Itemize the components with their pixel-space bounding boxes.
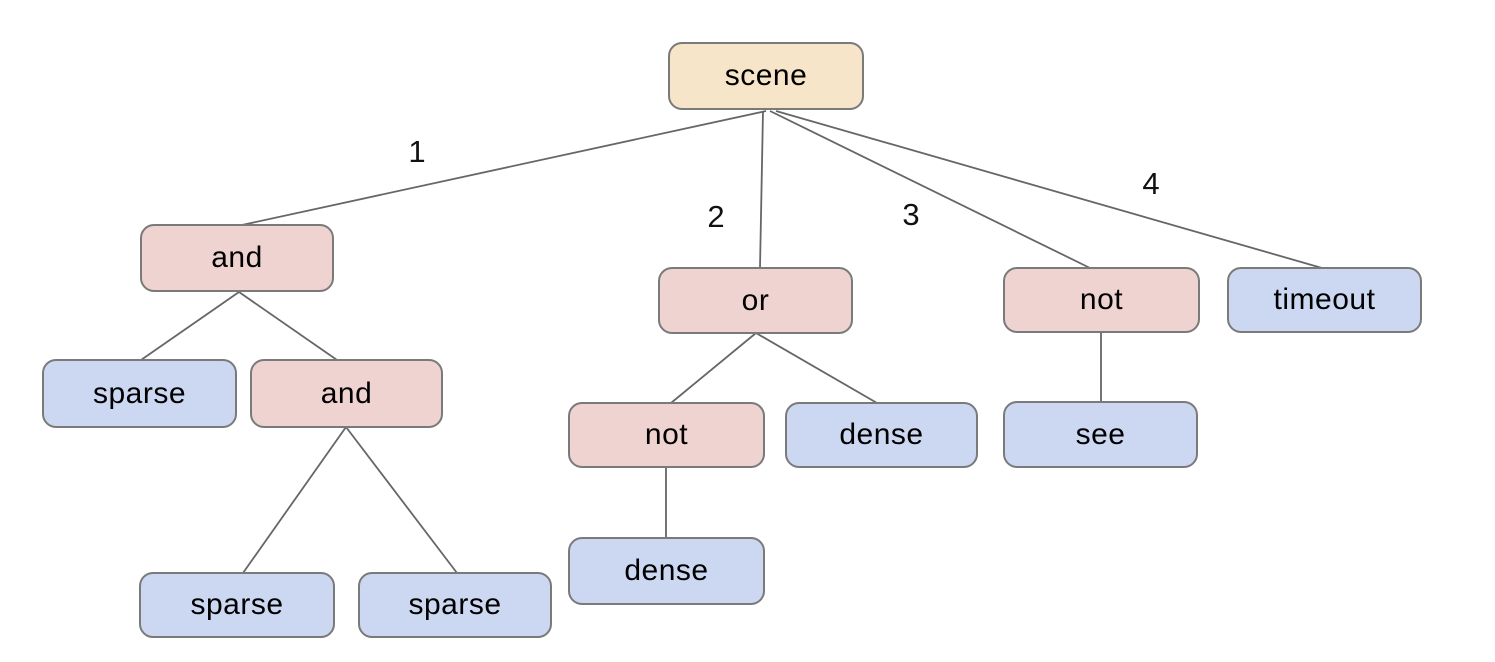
edge-and2-sparse: [242, 426, 347, 574]
node-and-nested: and: [250, 359, 443, 428]
edge-and2-sparse2: [345, 426, 458, 574]
edge-scene-not: [769, 110, 1091, 269]
node-scene: scene: [668, 42, 864, 110]
edge-label-2: 2: [707, 199, 725, 234]
edge-or-not: [670, 332, 757, 404]
node-and: and: [140, 224, 334, 292]
node-sparse: sparse: [42, 359, 237, 428]
edge-or-dense: [755, 332, 878, 404]
node-dense-under-not: dense: [568, 537, 765, 605]
edge-scene-timeout: [775, 110, 1323, 269]
node-see: see: [1003, 401, 1198, 468]
node-or: or: [658, 267, 853, 334]
node-not-under-or: not: [568, 402, 765, 468]
edge-and-and: [238, 291, 338, 361]
edge-label-4: 4: [1142, 166, 1160, 201]
edge-and-sparse: [140, 291, 240, 361]
node-sparse-nested-left: sparse: [139, 572, 335, 638]
node-dense-under-or: dense: [785, 402, 978, 468]
edge-scene-or: [759, 110, 764, 269]
node-timeout: timeout: [1227, 267, 1422, 333]
node-not: not: [1003, 267, 1200, 333]
node-sparse-nested-right: sparse: [358, 572, 552, 638]
edge-label-3: 3: [902, 197, 920, 232]
edge-label-1: 1: [408, 134, 426, 169]
edge-scene-and: [241, 110, 767, 226]
